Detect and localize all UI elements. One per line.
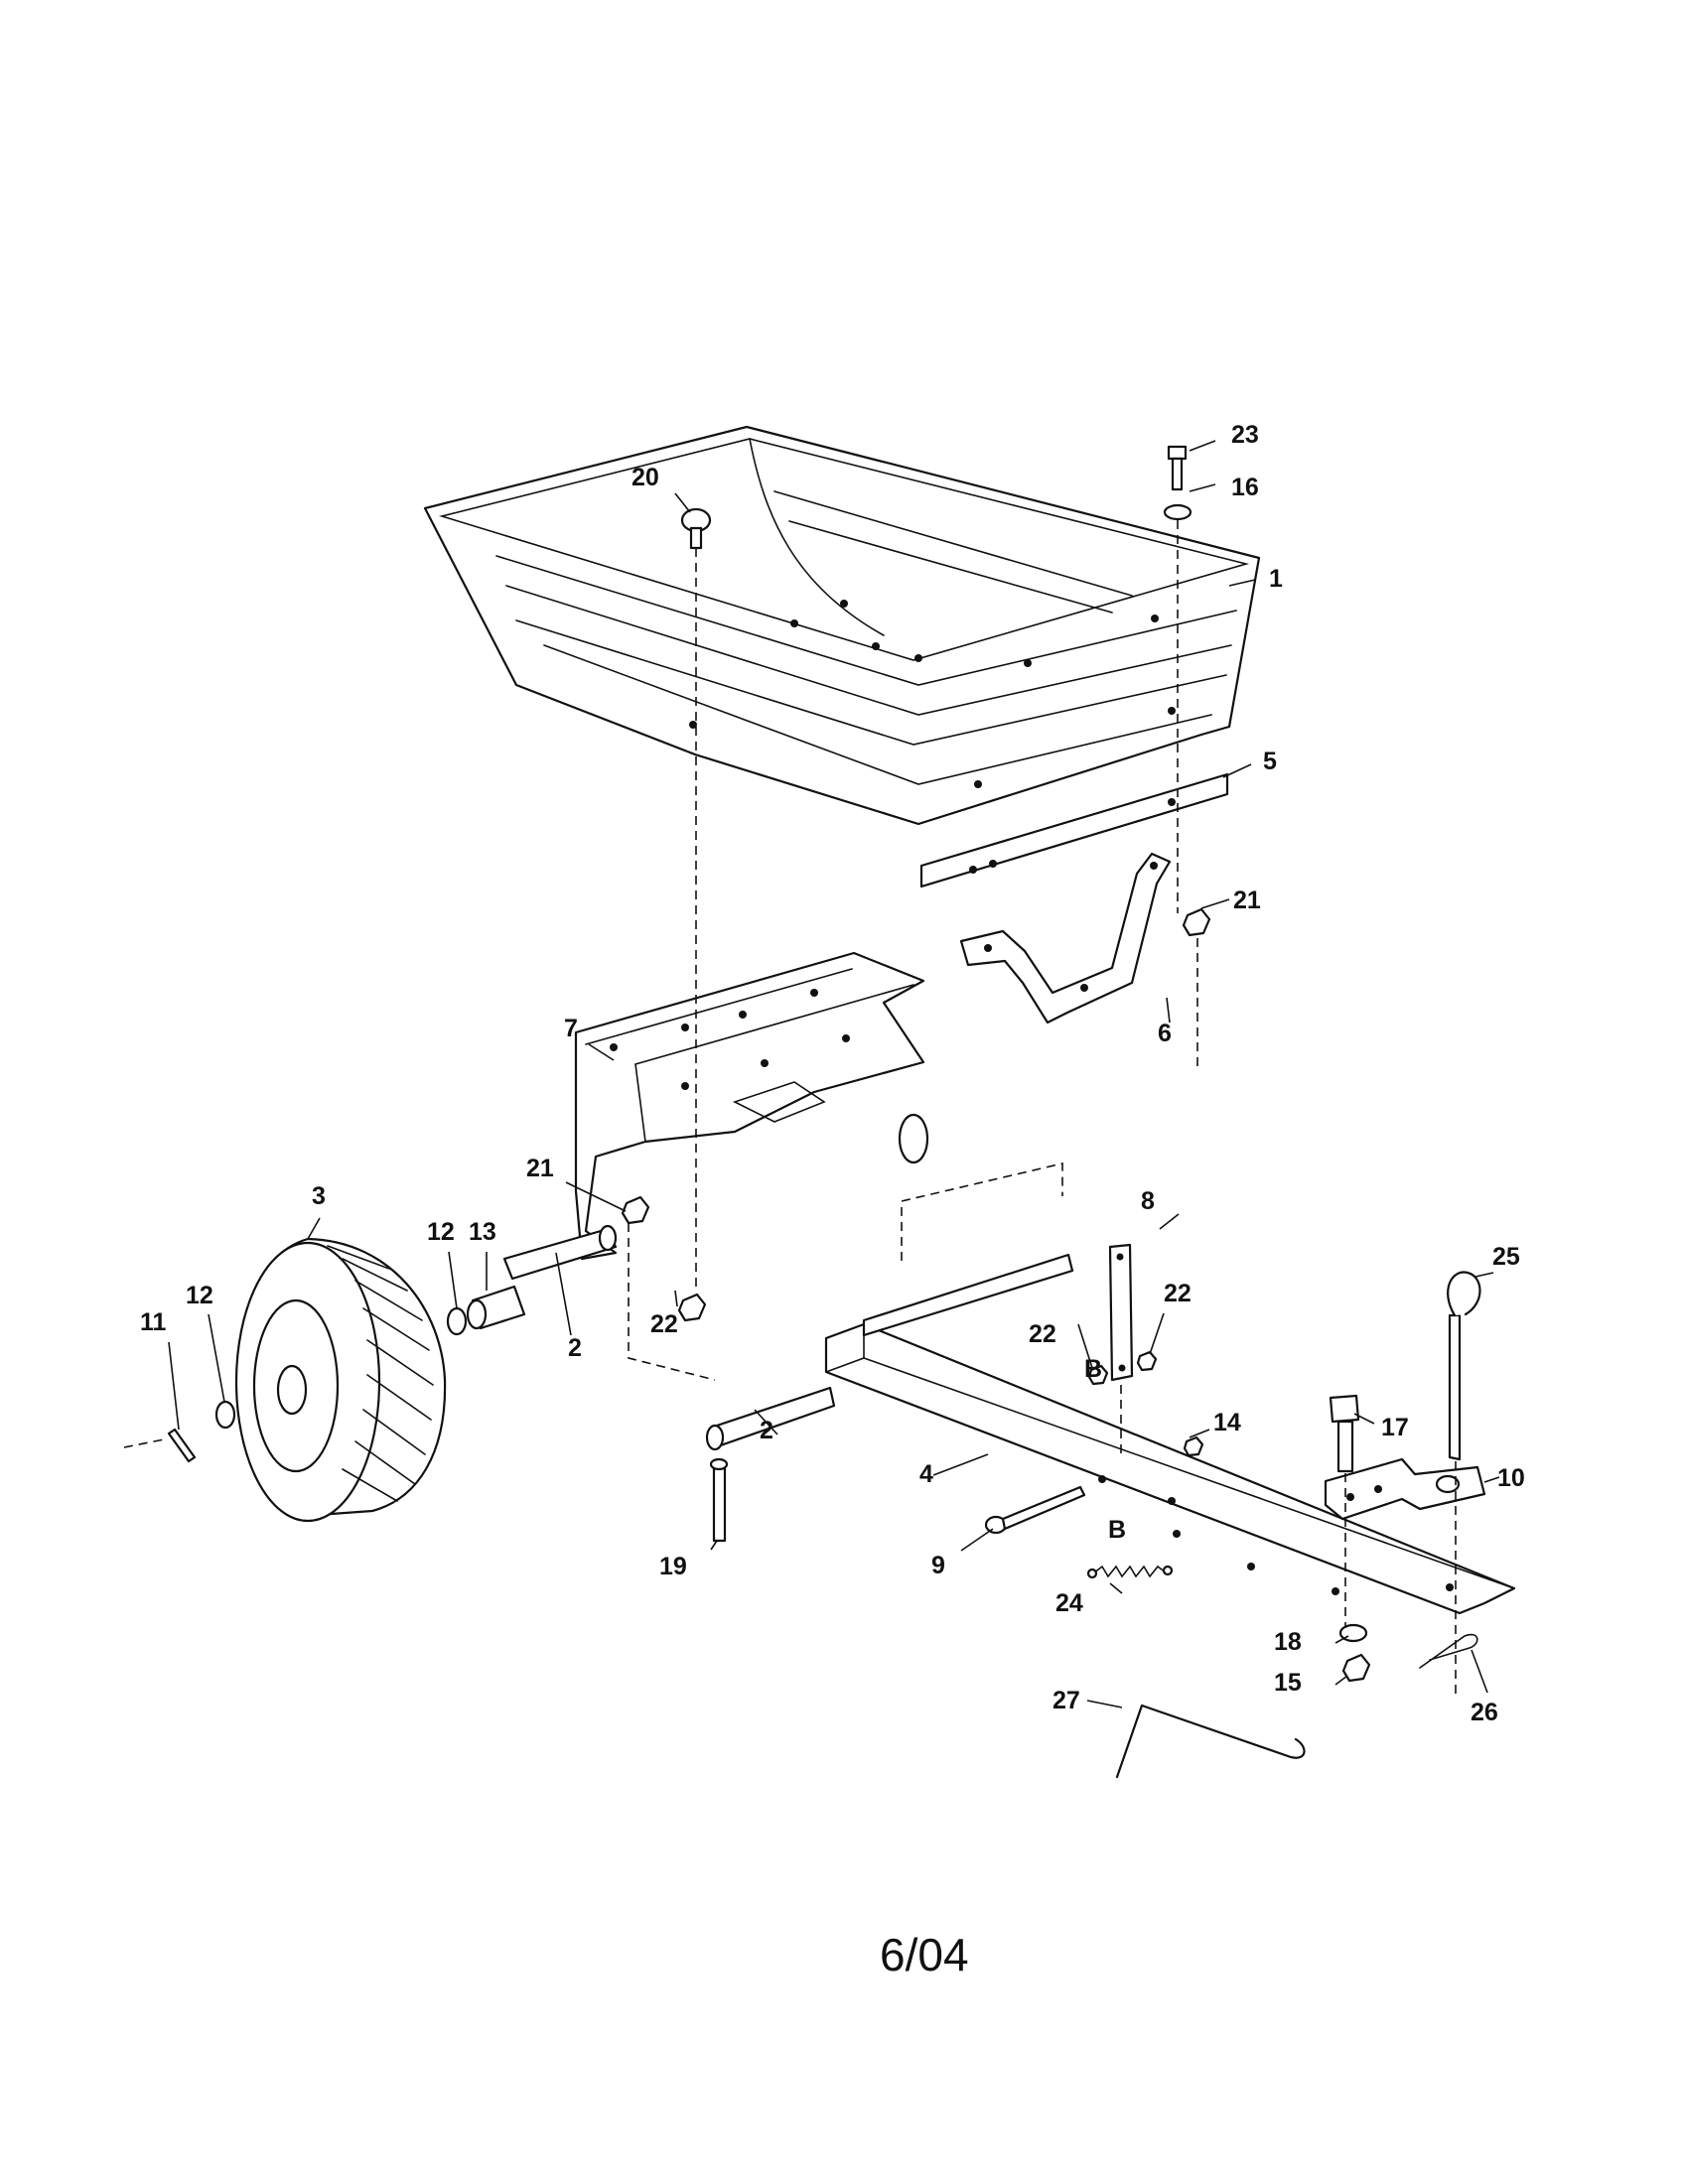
axle-front [705, 1253, 1074, 1451]
carriage-bolt [984, 1485, 1086, 1535]
nut [621, 1195, 650, 1225]
tray-bolt [680, 507, 712, 550]
callout-B: B [1084, 1355, 1102, 1383]
tow-rod [1115, 1704, 1306, 1779]
callout-6: 6 [1158, 1020, 1172, 1047]
callout-12: 12 [186, 1282, 213, 1309]
callout-1: 1 [1269, 565, 1283, 593]
cart-tray [423, 425, 1261, 826]
callout-21: 21 [1233, 887, 1261, 914]
latch-plate [1108, 1243, 1134, 1382]
callout-19: 19 [659, 1553, 687, 1580]
hitch-pin [1447, 1271, 1481, 1461]
callout-24: 24 [1055, 1589, 1083, 1617]
hitch-bracket [1324, 1457, 1486, 1521]
callout-B: B [1108, 1516, 1126, 1544]
nut [1341, 1653, 1371, 1683]
pivot-bolt [709, 1457, 729, 1543]
callout-11: 11 [140, 1308, 167, 1336]
callout-26: 26 [1471, 1699, 1498, 1726]
leader-lines [168, 440, 1500, 1708]
cotter-pin [167, 1428, 197, 1463]
callout-22: 22 [650, 1310, 678, 1338]
callout-16: 16 [1231, 474, 1259, 501]
callout-27: 27 [1052, 1687, 1080, 1714]
callout-7: 7 [564, 1015, 578, 1042]
frame-channel [574, 951, 929, 1261]
callout-25: 25 [1492, 1243, 1520, 1271]
axle-rear [502, 1224, 618, 1281]
callouts: 1 2 2 3 4 5 6 7 8 9 10 11 12 12 13 14 15… [140, 421, 1525, 1726]
callout-13: 13 [469, 1218, 496, 1246]
callout-2: 2 [760, 1417, 773, 1444]
brace-plate [919, 772, 1229, 888]
washer [1163, 503, 1193, 521]
callout-18: 18 [1274, 1628, 1302, 1656]
alignment-lines [123, 520, 1457, 1698]
spring [1086, 1565, 1174, 1579]
washer [214, 1400, 236, 1430]
wheel-tire [234, 1237, 447, 1523]
callout-12: 12 [427, 1218, 455, 1246]
callout-8: 8 [1141, 1187, 1155, 1215]
callout-20: 20 [632, 464, 659, 491]
nut [1183, 1435, 1204, 1457]
hitch-bolt [1329, 1394, 1360, 1473]
washer [446, 1306, 468, 1336]
callout-4: 4 [919, 1460, 933, 1488]
nut [1136, 1350, 1158, 1372]
callout-17: 17 [1381, 1414, 1409, 1441]
callout-21: 21 [526, 1155, 554, 1182]
callout-10: 10 [1497, 1464, 1525, 1492]
tray-bolt-rear [1167, 445, 1188, 491]
callout-3: 3 [312, 1182, 326, 1210]
callout-9: 9 [931, 1552, 945, 1579]
callout-22: 22 [1029, 1320, 1056, 1348]
callout-5: 5 [1263, 748, 1277, 775]
footer-date: 6/04 [880, 1929, 969, 1980]
hat-bracket [959, 852, 1172, 1024]
callout-2: 2 [568, 1334, 582, 1362]
callout-15: 15 [1274, 1669, 1302, 1697]
nut [1182, 907, 1211, 937]
callout-23: 23 [1231, 421, 1259, 449]
callout-14: 14 [1213, 1409, 1241, 1436]
nut [1087, 1364, 1109, 1386]
spacer [466, 1285, 526, 1330]
callout-22: 22 [1164, 1280, 1192, 1307]
nut [677, 1293, 707, 1322]
hair-pin-clip [1419, 1633, 1478, 1669]
